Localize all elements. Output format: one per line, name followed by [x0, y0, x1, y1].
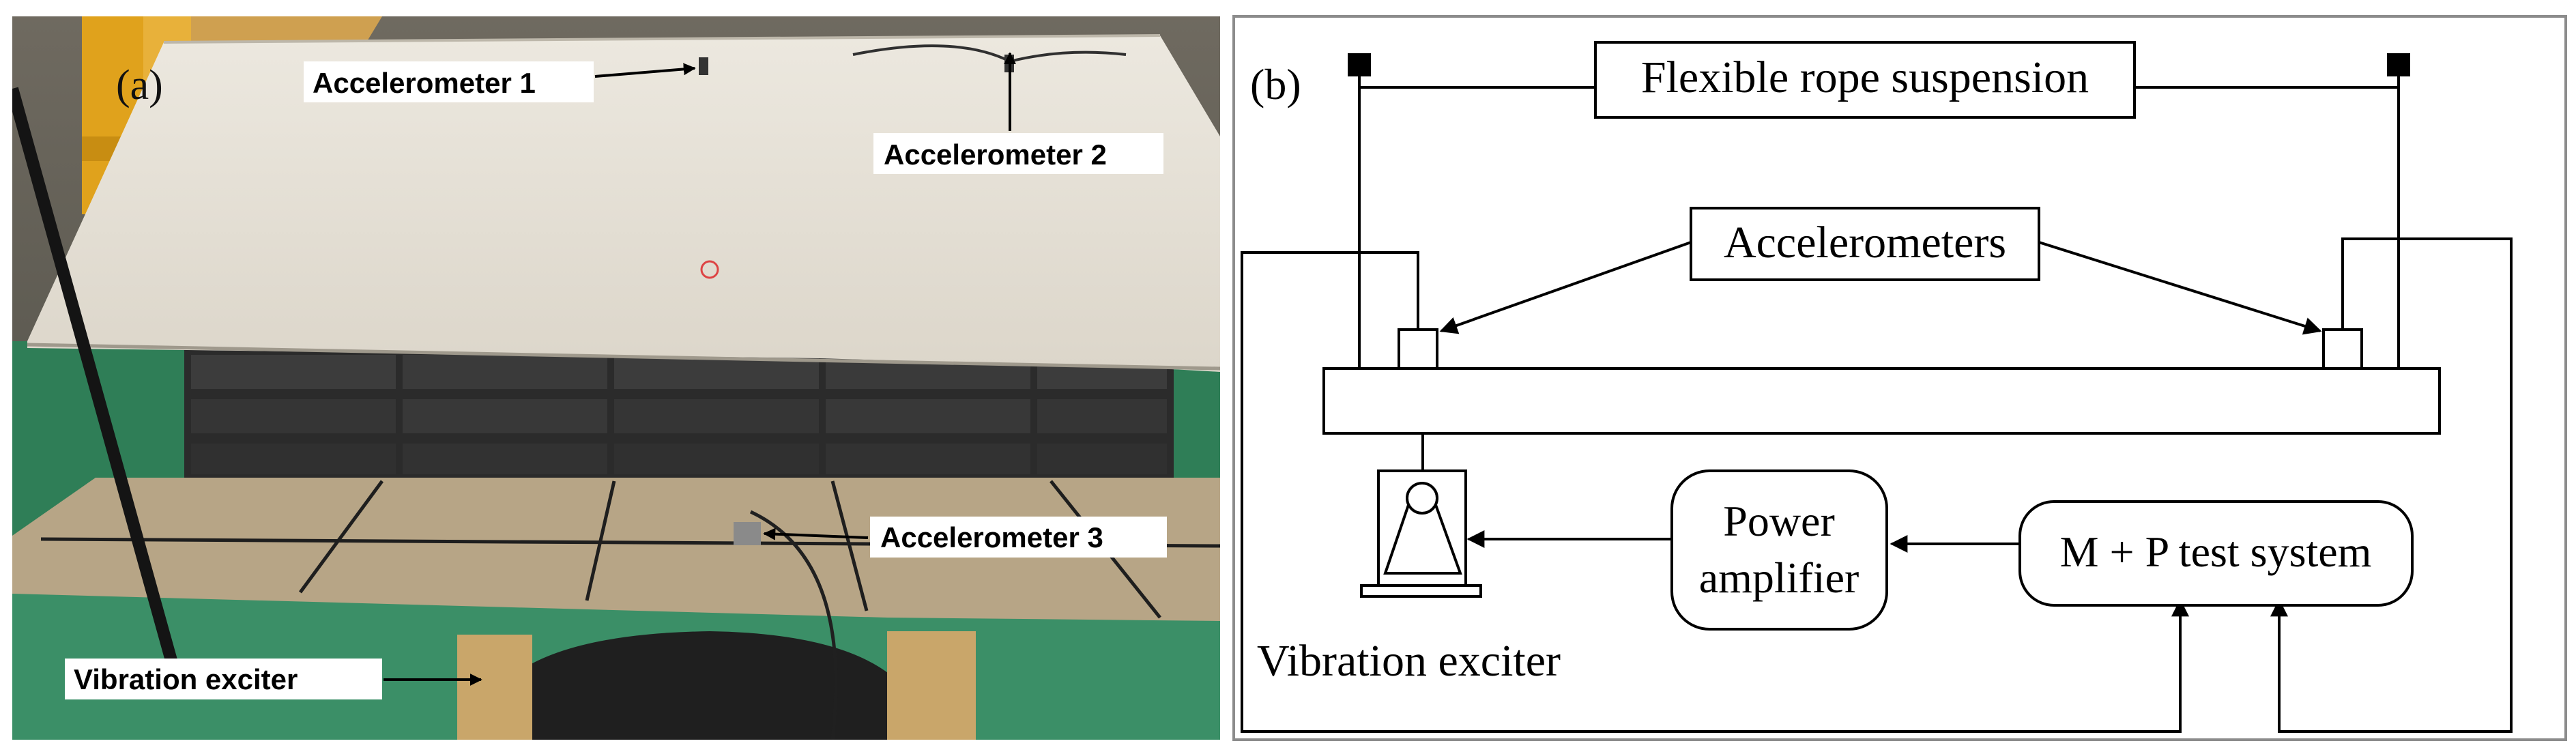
floor-plank	[457, 635, 532, 740]
plate	[1322, 367, 2441, 435]
suspension-anchor-right	[2387, 53, 2410, 76]
panel-b-diagram: (b) Flexible rope suspension Acceleromet…	[1232, 15, 2567, 741]
label-box-acc2	[873, 133, 1163, 174]
sensor-cable	[749, 510, 838, 740]
support-pole	[12, 87, 184, 684]
accelerometer-1-sensor	[699, 57, 708, 75]
edge-accelerometers-right-sensor	[2038, 241, 2322, 335]
node-amplifier-label-line1: Power	[1723, 497, 1835, 545]
arrow-accelerometer-1	[594, 63, 696, 78]
node-accelerometers-label: Accelerometers	[1724, 218, 2006, 267]
label-accelerometer-1: Accelerometer 1	[313, 67, 536, 99]
top-plate	[27, 35, 1220, 372]
label-accelerometer-3: Accelerometer 3	[880, 521, 1103, 553]
accelerometer-3-sensor	[734, 522, 761, 545]
panel-a-annotations: (a) Accelerometer 1 Accelerometer 2 Acce…	[65, 52, 1167, 699]
node-test-system-label: M + P test system	[2060, 527, 2372, 576]
node-amplifier-label-line2: amplifier	[1699, 553, 1859, 602]
node-test-system	[2018, 500, 2414, 607]
edge-left-sensor-test-system	[1241, 251, 2182, 733]
plate-mark	[700, 260, 719, 279]
edge-accelerometers-left-sensor	[1439, 241, 1692, 334]
label-vibration-exciter: Vibration exciter	[74, 663, 298, 695]
node-suspension	[1594, 41, 2136, 119]
edge-right-sensor-test-system	[2278, 237, 2513, 733]
node-amplifier	[1670, 469, 1888, 631]
node-suspension-label: Flexible rope suspension	[1641, 53, 2089, 102]
mass-blocks	[184, 345, 1174, 481]
panel-a-photo	[12, 16, 1220, 740]
exciter-body	[478, 631, 928, 740]
floor-plank	[887, 631, 976, 740]
label-box-exciter	[65, 659, 382, 699]
label-box-acc3	[870, 517, 1167, 558]
plate-front-edge	[27, 343, 1220, 371]
suspension-anchor-left	[1348, 53, 1371, 76]
node-exciter-label: Vibration exciter	[1257, 636, 1561, 686]
panel-b-label: (b)	[1250, 60, 1301, 109]
arrow-accelerometer-3	[763, 527, 869, 540]
label-box-acc1	[304, 61, 594, 102]
bottom-mat	[12, 478, 1220, 621]
panel-a-label: (a)	[116, 62, 163, 109]
sensor-left	[1398, 328, 1438, 370]
label-accelerometer-2: Accelerometer 2	[884, 139, 1107, 171]
suspension-ropes	[1358, 76, 2400, 368]
exciter-symbol	[1360, 469, 1482, 598]
signal-lines	[1241, 237, 2513, 733]
sensor-right	[2322, 328, 2363, 370]
plate-edge	[163, 34, 1161, 44]
node-accelerometers	[1690, 207, 2040, 281]
